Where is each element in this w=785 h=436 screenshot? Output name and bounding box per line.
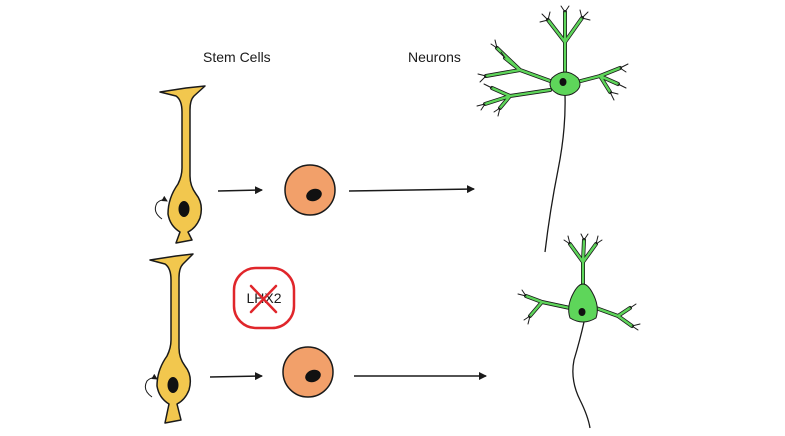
neurons-header: Neurons xyxy=(408,49,461,65)
axon-top xyxy=(544,94,566,253)
arrow-stem-to-progenitor-bottom xyxy=(209,372,263,381)
stem-cells-header: Stem Cells xyxy=(203,49,271,65)
radial-glia-stem-cell-bottom xyxy=(144,253,194,424)
axon-bottom xyxy=(572,321,591,429)
progenitor-cell-top xyxy=(284,164,336,216)
radial-glia-stem-cell-top xyxy=(154,85,206,244)
stem-cell-nucleus xyxy=(178,201,190,217)
neuron-nucleus xyxy=(578,308,586,316)
progenitor-nucleus xyxy=(305,369,321,383)
neuron-nucleus xyxy=(559,78,567,86)
arrow-stem-to-progenitor-top xyxy=(217,186,263,195)
complex-neuron xyxy=(476,5,629,117)
simple-neuron xyxy=(517,233,641,331)
progenitor-nucleus xyxy=(306,188,322,202)
arrow-progenitor-to-neuron-top xyxy=(348,185,475,194)
knockout-cross-icon xyxy=(249,284,278,314)
self-renewal-arrow-icon xyxy=(154,195,168,220)
lhx2-knockout-badge: LHX2 xyxy=(232,266,296,330)
stem-cell-nucleus xyxy=(167,377,179,393)
progenitor-cell-bottom xyxy=(282,346,334,398)
self-renewal-arrow-icon xyxy=(144,373,158,398)
